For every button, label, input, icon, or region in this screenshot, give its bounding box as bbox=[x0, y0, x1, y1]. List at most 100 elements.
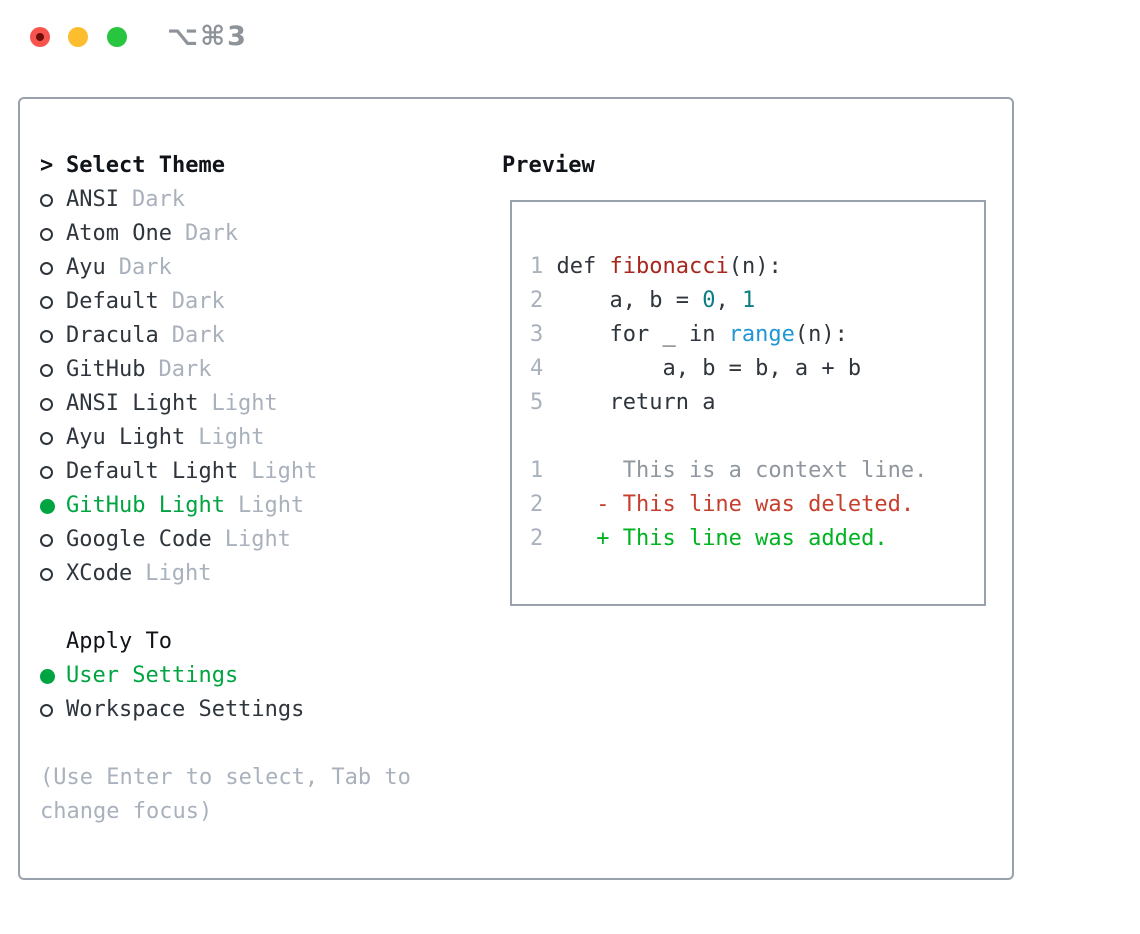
code-line: 2 - This line was deleted. bbox=[530, 488, 984, 522]
zoom-button[interactable] bbox=[107, 27, 127, 47]
theme-variant-tag: Light bbox=[198, 425, 265, 450]
window-titlebar: ⌥⌘3 bbox=[0, 0, 1140, 75]
theme-variant-tag: Dark bbox=[171, 323, 225, 348]
theme-option-google-code[interactable]: Google Code Light bbox=[40, 523, 480, 557]
apply-to-title: Apply To bbox=[66, 629, 172, 654]
token-plain: (n): bbox=[728, 254, 782, 279]
theme-option-label: Ayu Light bbox=[66, 425, 186, 450]
theme-option-label: XCode bbox=[66, 561, 133, 586]
code-line: 1 def fibonacci(n): bbox=[530, 250, 984, 284]
token-plain: (n): bbox=[794, 322, 848, 347]
radio-icon bbox=[40, 193, 53, 207]
token-plain: for _ in bbox=[556, 322, 729, 347]
theme-option-label: Ayu bbox=[66, 255, 106, 280]
theme-option-github-light[interactable]: GitHub Light Light bbox=[40, 489, 480, 523]
radio-icon bbox=[40, 363, 53, 377]
theme-option-ayu[interactable]: Ayu Dark bbox=[40, 251, 480, 285]
token-ln: 2 bbox=[530, 288, 557, 313]
theme-option-default[interactable]: Default Dark bbox=[40, 285, 480, 319]
close-dot-icon bbox=[36, 33, 44, 41]
theme-option-github[interactable]: GitHub Dark bbox=[40, 353, 480, 387]
window-title: ⌥⌘3 bbox=[167, 21, 248, 52]
code-line: 2 a, b = 0, 1 bbox=[530, 284, 984, 318]
prompt-caret-icon: > bbox=[40, 153, 54, 178]
token-plain: a, b = b, a + b bbox=[556, 356, 862, 381]
code-line: 5 return a bbox=[530, 386, 984, 420]
minimize-button[interactable] bbox=[68, 27, 88, 47]
token-plain: , bbox=[715, 288, 742, 313]
theme-variant-tag: Light bbox=[237, 493, 305, 518]
token-ln: 2 bbox=[530, 526, 544, 551]
token-ln: 2 bbox=[530, 492, 544, 517]
radio-icon bbox=[40, 465, 53, 479]
apply-option-workspace-settings[interactable]: Workspace Settings bbox=[40, 693, 480, 727]
radio-selected-icon bbox=[40, 668, 55, 684]
theme-variant-tag: Light bbox=[251, 459, 318, 484]
close-button[interactable] bbox=[30, 27, 50, 47]
theme-variant-tag: Dark bbox=[171, 289, 225, 314]
radio-icon bbox=[40, 329, 53, 343]
theme-option-xcode[interactable]: XCode Light bbox=[40, 557, 480, 591]
token-builtin: range bbox=[728, 322, 795, 347]
theme-variant-tag: Light bbox=[211, 391, 278, 416]
token-del: - This line was deleted. bbox=[543, 492, 915, 517]
theme-option-label: Default bbox=[66, 289, 159, 314]
token-ln: 1 bbox=[530, 254, 557, 279]
token-ln: 4 bbox=[530, 356, 557, 381]
token-num: 1 bbox=[741, 288, 756, 313]
theme-variant-tag: Light bbox=[224, 527, 291, 552]
token-plain: a, b = bbox=[556, 288, 703, 313]
token-muted: This is a context line. bbox=[543, 458, 928, 483]
theme-option-default-light[interactable]: Default Light Light bbox=[40, 455, 480, 489]
token-add: + This line was added. bbox=[543, 526, 888, 551]
apply-option-user-settings[interactable]: User Settings bbox=[40, 659, 480, 693]
theme-option-label: GitHub bbox=[66, 357, 146, 382]
theme-variant-tag: Dark bbox=[184, 221, 238, 246]
token-ln: 3 bbox=[530, 322, 557, 347]
radio-icon bbox=[40, 261, 53, 275]
token-ln: 5 bbox=[530, 390, 557, 415]
radio-icon bbox=[40, 567, 53, 581]
theme-option-atom-one[interactable]: Atom One Dark bbox=[40, 217, 480, 251]
preview-title: Preview bbox=[502, 153, 595, 178]
select-theme-header: > Select Theme bbox=[40, 149, 480, 183]
theme-option-label: GitHub Light bbox=[66, 493, 225, 518]
theme-option-ayu-light[interactable]: Ayu Light Light bbox=[40, 421, 480, 455]
theme-option-label: Default Light bbox=[66, 459, 239, 484]
token-ln: 1 bbox=[530, 458, 544, 483]
hint-text: (Use Enter to select, Tab to change focu… bbox=[40, 765, 411, 824]
radio-icon bbox=[40, 295, 53, 309]
code-line: 3 for _ in range(n): bbox=[530, 318, 984, 352]
spacer bbox=[40, 591, 480, 625]
code-line-blank bbox=[530, 420, 984, 454]
theme-option-label: Dracula bbox=[66, 323, 159, 348]
theme-variant-tag: Dark bbox=[158, 357, 212, 382]
radio-icon bbox=[40, 227, 53, 241]
theme-variant-tag: Light bbox=[145, 561, 212, 586]
code-line: 1 This is a context line. bbox=[530, 454, 984, 488]
radio-icon bbox=[40, 533, 53, 547]
theme-option-label: ANSI bbox=[66, 187, 119, 212]
code-line: 4 a, b = b, a + b bbox=[530, 352, 984, 386]
token-fn: fibonacci bbox=[609, 254, 729, 279]
theme-option-label: Google Code bbox=[66, 527, 212, 552]
token-plain: return a bbox=[556, 390, 716, 415]
theme-option-label: ANSI Light bbox=[66, 391, 199, 416]
apply-to-header: Apply To bbox=[40, 625, 480, 659]
theme-option-label: Atom One bbox=[66, 221, 172, 246]
theme-option-dracula[interactable]: Dracula Dark bbox=[40, 319, 480, 353]
token-plain: def bbox=[556, 254, 610, 279]
theme-option-ansi[interactable]: ANSI Dark bbox=[40, 183, 480, 217]
theme-variant-tag: Dark bbox=[131, 187, 185, 212]
theme-variant-tag: Dark bbox=[118, 255, 172, 280]
theme-option-ansi-light[interactable]: ANSI Light Light bbox=[40, 387, 480, 421]
radio-icon bbox=[40, 431, 53, 445]
radio-icon bbox=[40, 703, 53, 717]
apply-option-label: User Settings bbox=[66, 663, 239, 688]
select-theme-title: Select Theme bbox=[66, 153, 225, 178]
